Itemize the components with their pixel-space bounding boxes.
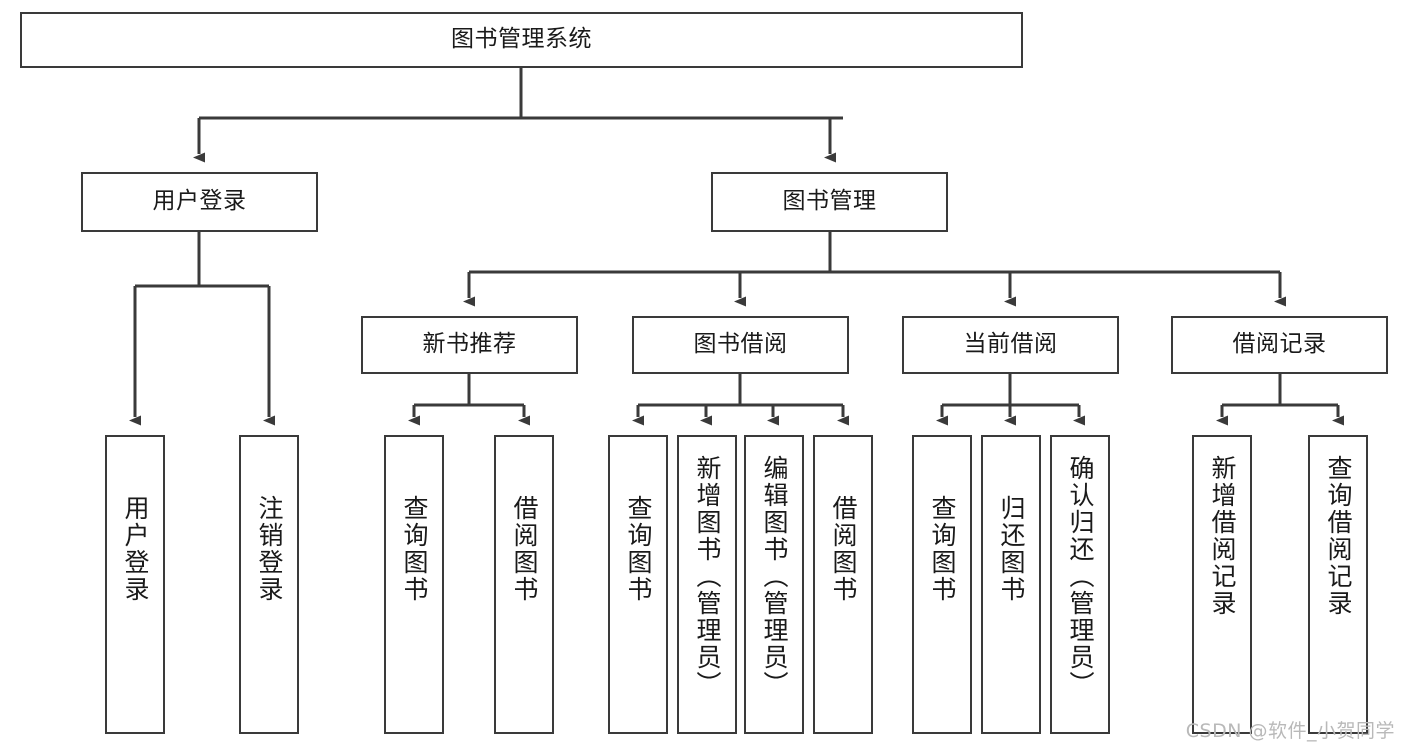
node-label: 用户登录 (152, 188, 247, 215)
node-new-book-recommend[interactable]: 新书推荐 (361, 316, 578, 374)
node-label: 用户登录 (121, 495, 150, 603)
node-label: 借阅记录 (1232, 331, 1327, 358)
node-label: 新书推荐 (422, 331, 517, 358)
node-label: 确认归还（管理员） (1066, 455, 1095, 698)
node-label: 当前借阅 (963, 331, 1058, 358)
node-leaf-confirm-return-admin[interactable]: 确认归还（管理员） (1050, 435, 1110, 734)
node-root-system[interactable]: 图书管理系统 (20, 12, 1023, 68)
node-label: 查询图书 (624, 495, 653, 603)
node-book-borrow[interactable]: 图书借阅 (632, 316, 849, 374)
node-leaf-return-book[interactable]: 归还图书 (981, 435, 1041, 734)
node-label: 编辑图书（管理员） (760, 455, 789, 698)
node-user-login[interactable]: 用户登录 (81, 172, 318, 232)
node-leaf-query-book-borrow[interactable]: 查询图书 (608, 435, 668, 734)
node-leaf-user-login[interactable]: 用户登录 (105, 435, 165, 734)
node-book-management[interactable]: 图书管理 (711, 172, 948, 232)
node-label: 借阅图书 (510, 495, 539, 603)
node-label: 归还图书 (997, 495, 1026, 603)
node-label: 新增借阅记录 (1208, 455, 1237, 617)
node-leaf-borrow-book-recommend[interactable]: 借阅图书 (494, 435, 554, 734)
node-label: 查询借阅记录 (1324, 455, 1353, 617)
node-label: 图书管理系统 (451, 26, 592, 53)
node-leaf-query-book-recommend[interactable]: 查询图书 (384, 435, 444, 734)
node-leaf-add-book-admin[interactable]: 新增图书（管理员） (677, 435, 737, 734)
node-label: 借阅图书 (829, 495, 858, 603)
node-leaf-borrow-book[interactable]: 借阅图书 (813, 435, 873, 734)
node-leaf-query-borrow-record[interactable]: 查询借阅记录 (1308, 435, 1368, 734)
node-current-borrow[interactable]: 当前借阅 (902, 316, 1119, 374)
node-leaf-edit-book-admin[interactable]: 编辑图书（管理员） (744, 435, 804, 734)
node-borrow-record[interactable]: 借阅记录 (1171, 316, 1388, 374)
node-label: 注销登录 (255, 495, 284, 603)
node-label: 查询图书 (400, 495, 429, 603)
node-label: 图书借阅 (693, 331, 788, 358)
node-label: 图书管理 (782, 188, 877, 215)
node-leaf-logout[interactable]: 注销登录 (239, 435, 299, 734)
node-leaf-query-book-current[interactable]: 查询图书 (912, 435, 972, 734)
node-label: 新增图书（管理员） (693, 455, 722, 698)
node-leaf-add-borrow-record[interactable]: 新增借阅记录 (1192, 435, 1252, 734)
node-label: 查询图书 (928, 495, 957, 603)
